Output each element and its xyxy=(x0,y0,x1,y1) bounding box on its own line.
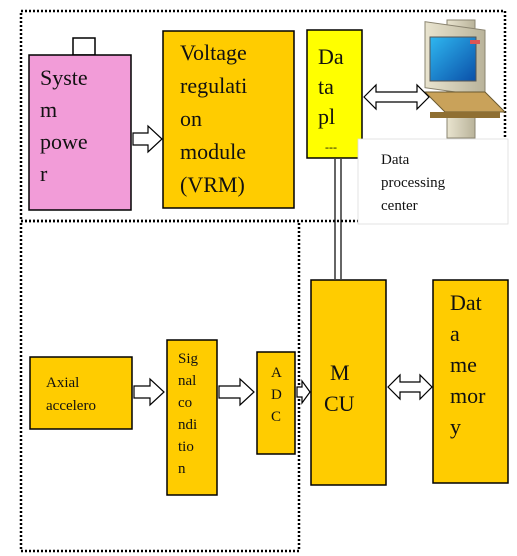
mcu-box xyxy=(310,279,387,486)
arrow-power-to-vrm xyxy=(132,124,163,154)
battery-terminal xyxy=(72,37,96,56)
adc-label: A D C xyxy=(271,365,286,425)
signal-conditioning-label: Sig nal co ndi tio n xyxy=(178,351,202,477)
system-power-block: Syste m powe r xyxy=(28,37,132,211)
system-power-box xyxy=(28,54,132,211)
data-processing-center-box xyxy=(357,138,509,225)
arrow-accel-to-signal xyxy=(133,377,165,407)
mcu-block: M CU xyxy=(310,279,387,486)
data-platform-label: Da ta pl xyxy=(318,44,349,129)
vrm-block: Voltage regulati on module (VRM) xyxy=(162,30,295,209)
data-processing-center-label: Data processing center xyxy=(381,152,449,214)
adc-block: A D C xyxy=(256,351,296,455)
system-power-label: Syste m powe r xyxy=(40,65,93,186)
data-memory-block: Dat a me mor y xyxy=(432,279,509,484)
mcu-label: M CU xyxy=(324,360,355,416)
axial-accelerometer-label: Axial accelero xyxy=(46,375,96,414)
arrow-signal-to-adc xyxy=(218,377,255,407)
arrow-adc-to-mcu xyxy=(296,379,311,405)
computer-icon xyxy=(423,19,507,139)
data-platform-box xyxy=(306,29,363,159)
axial-accelerometer-box xyxy=(29,356,133,430)
data-platform-truncation: --- xyxy=(325,140,337,154)
signal-conditioning-box xyxy=(166,339,218,496)
data-memory-box xyxy=(432,279,509,484)
vrm-label: Voltage regulati on module (VRM) xyxy=(180,40,253,197)
data-platform-block: Da ta pl --- xyxy=(306,29,363,159)
adc-box xyxy=(256,351,296,455)
arrow-mcu-memory xyxy=(387,373,433,401)
data-memory-label: Dat a me mor y xyxy=(450,290,491,439)
signal-conditioning-block: Sig nal co ndi tio n xyxy=(166,339,218,496)
vrm-box xyxy=(162,30,295,209)
arrow-platform-computer xyxy=(363,83,430,111)
axial-accelerometer-block: Axial accelero xyxy=(29,356,133,430)
